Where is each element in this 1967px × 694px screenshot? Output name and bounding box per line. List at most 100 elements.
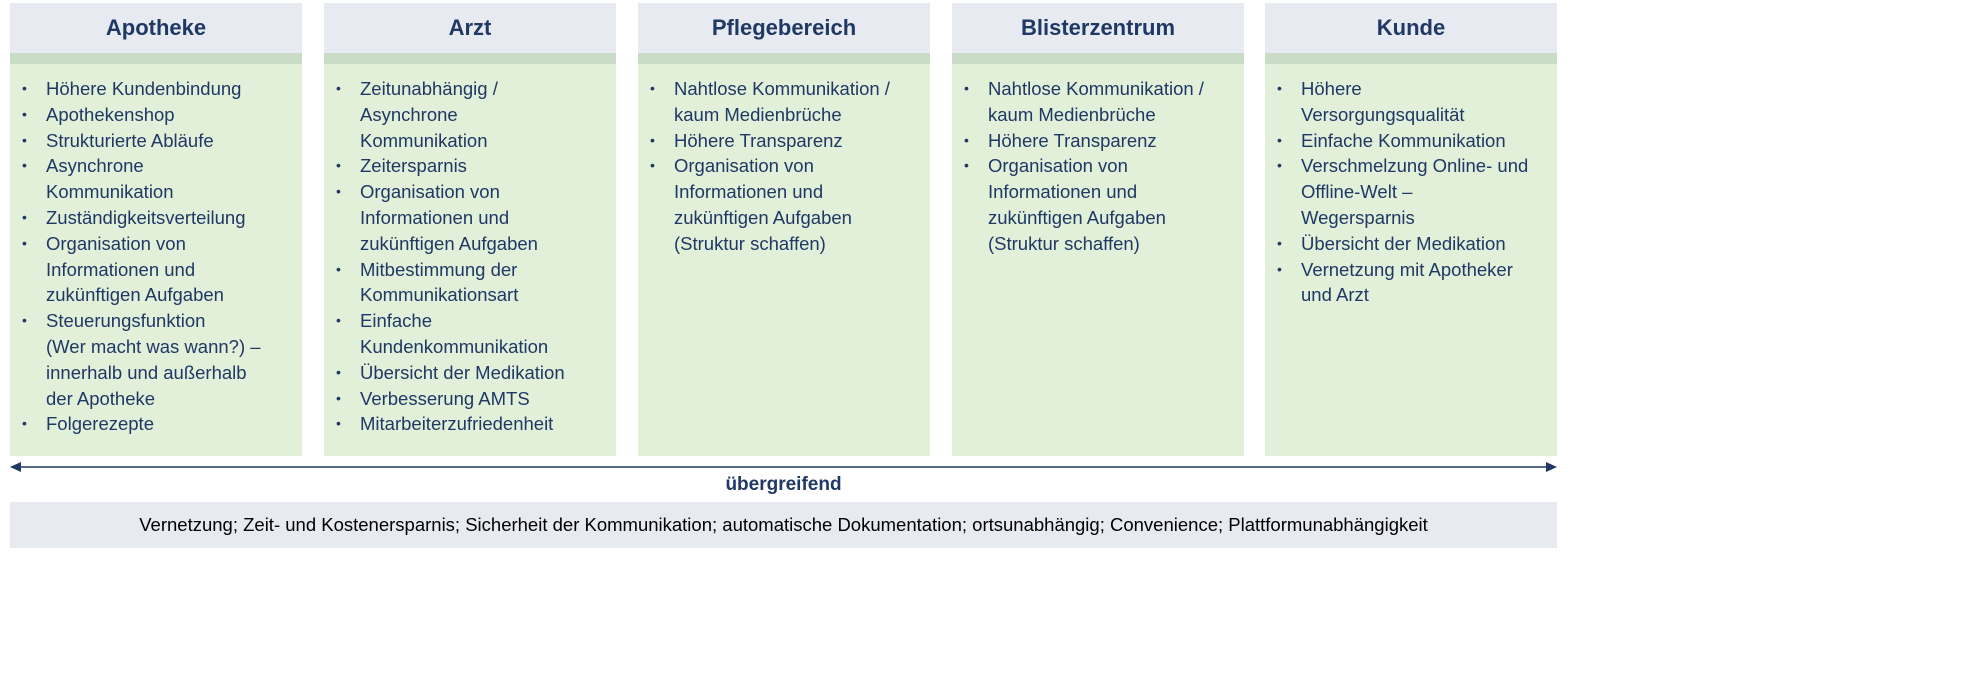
bullet-icon: •	[22, 415, 27, 432]
list-item-line: Versorgungsqualität	[1301, 103, 1465, 125]
list-item-line: Wegersparnis	[1301, 206, 1415, 228]
list-item-line: Mitarbeiterzufriedenheit	[360, 413, 554, 435]
column-separator	[638, 53, 930, 64]
bullet-icon: •	[22, 312, 27, 329]
overall-benefits-text: Vernetzung; Zeit- und Kostenersparnis; S…	[139, 514, 1428, 535]
list-item-line: Übersicht der Medikation	[1301, 232, 1506, 254]
list-item-line: kaum Medienbrüche	[988, 103, 1156, 125]
bullet-icon: •	[650, 157, 655, 174]
bullet-icon: •	[336, 80, 341, 96]
double-arrow-icon	[10, 462, 1557, 472]
list-item-line: Steuerungsfunktion	[46, 310, 206, 332]
list-item-line: zukünftigen Aufgaben	[360, 232, 538, 254]
bullet-icon: •	[1277, 80, 1282, 96]
list-item-line: Höhere	[1301, 78, 1362, 99]
list-item: •Apothekenshop	[22, 102, 292, 128]
bullet-icon: •	[336, 415, 341, 432]
bullet-icon: •	[1277, 131, 1282, 148]
column-blisterzentrum: Blisterzentrum • Nahtlose Kommunikation /…	[952, 3, 1244, 456]
list-item-line: Verschmelzung Online- und	[1301, 155, 1529, 177]
list-item-line: Informationen und	[674, 181, 824, 203]
bullet-icon: •	[964, 131, 969, 148]
bullet-icon: •	[336, 312, 341, 329]
column-separator	[1265, 53, 1557, 64]
list-item-line: Zeitersparnis	[360, 155, 467, 177]
bullet-icon: •	[22, 234, 27, 251]
overall-label: übergreifend	[725, 474, 842, 495]
list-item-line: Asynchrone	[46, 155, 144, 177]
stakeholder-columns: Apotheke •Höhere Kundenbindung•Apotheken…	[10, 3, 1557, 456]
list-item: •Nahtlose Kommunikation /kaum Medienbrüc…	[650, 76, 920, 128]
bullet-icon: •	[1277, 157, 1282, 174]
bullet-icon: •	[650, 131, 655, 148]
bullet-icon: •	[22, 80, 27, 96]
list-item-line: Folgerezepte	[46, 413, 154, 435]
bullet-icon: •	[336, 260, 341, 277]
list-item: •Höhere Kundenbindung	[22, 76, 292, 102]
list-item-line: Nahtlose Kommunikation /	[988, 78, 1204, 99]
list-item-line: (Struktur schaffen)	[674, 232, 826, 254]
list-item-line: Apothekenshop	[46, 103, 175, 125]
column-pflegebereich: Pflegebereich •Nahtlose Kommunikation /k…	[638, 3, 930, 456]
overall-benefits-box: Vernetzung; Zeit- und Kostenersparnis; S…	[10, 502, 1557, 548]
list-item: •Übersicht der Medikation	[1277, 231, 1547, 257]
list-item-line: der Apotheke	[46, 387, 156, 409]
list-item: • Strukturierte Abläufe	[22, 128, 292, 154]
list-item-line: Höhere Transparenz	[674, 129, 843, 151]
column-title: Blisterzentrum	[952, 3, 1244, 53]
list-item-line: zukünftigen Aufgaben	[46, 284, 224, 306]
list-item-line: (Struktur schaffen)	[988, 232, 1140, 254]
list-item: • Mitarbeiterzufriedenheit	[336, 411, 606, 437]
column-separator	[324, 53, 616, 64]
bullet-icon: •	[650, 80, 655, 96]
list-item-line: Offline-Welt –	[1301, 181, 1413, 203]
list-item-line: Höhere Transparenz	[988, 129, 1157, 151]
list-item: •Nahtlose Kommunikation /kaum Medienbrüc…	[964, 76, 1234, 128]
list-item-line: Organisation von	[360, 181, 500, 203]
list-item-line: Informationen und	[360, 206, 510, 228]
list-item-line: Strukturierte Abläufe	[46, 129, 214, 151]
list-item-line: Verbesserung AMTS	[360, 387, 530, 409]
list-item-line: Einfache	[360, 310, 432, 332]
column-apotheke: Apotheke •Höhere Kundenbindung•Apotheken…	[10, 3, 302, 456]
list-item: • Zeitersparnis	[336, 153, 606, 179]
list-item: •Übersicht der Medikation	[336, 360, 606, 386]
list-item-line: Übersicht der Medikation	[360, 361, 565, 383]
list-item-line: zukünftigen Aufgaben	[988, 206, 1166, 228]
bullet-icon: •	[336, 157, 341, 174]
list-item: • Steuerungsfunktion (Wer macht was wann?)…	[22, 308, 292, 411]
list-item-line: und Arzt	[1301, 284, 1369, 306]
column-body: • Nahtlose Kommunikation / kaum Medienbrüc…	[952, 64, 1244, 456]
column-title: Apotheke	[10, 3, 302, 53]
list-item-line: kaum Medienbrüche	[674, 103, 842, 125]
column-separator	[10, 53, 302, 64]
list-item: • Höhere Transparenz	[964, 128, 1234, 154]
list-item-line: Kommunikation	[46, 181, 174, 203]
list-item-line: Organisation von	[46, 232, 186, 254]
list-item-line: Organisation von	[674, 155, 814, 177]
list-item: • Höhere Transparenz	[650, 128, 920, 154]
list-item-line: Informationen und	[988, 181, 1138, 203]
list-item-line: Zeitunabhängig /	[360, 78, 498, 99]
benefit-list: •Höhere Kundenbindung•Apothekenshop•Stru…	[10, 64, 302, 437]
list-item-line: (Wer macht was wann?) –	[46, 335, 261, 357]
list-item: •Einfache Kommunikation	[1277, 128, 1547, 154]
list-item-line: Organisation von	[988, 155, 1128, 177]
bullet-icon: •	[336, 183, 341, 200]
bullet-icon: •	[22, 157, 27, 174]
list-item-line: innerhalb und außerhalb	[46, 361, 247, 383]
list-item-line: zukünftigen Aufgaben	[674, 206, 852, 228]
bullet-icon: •	[22, 131, 27, 148]
